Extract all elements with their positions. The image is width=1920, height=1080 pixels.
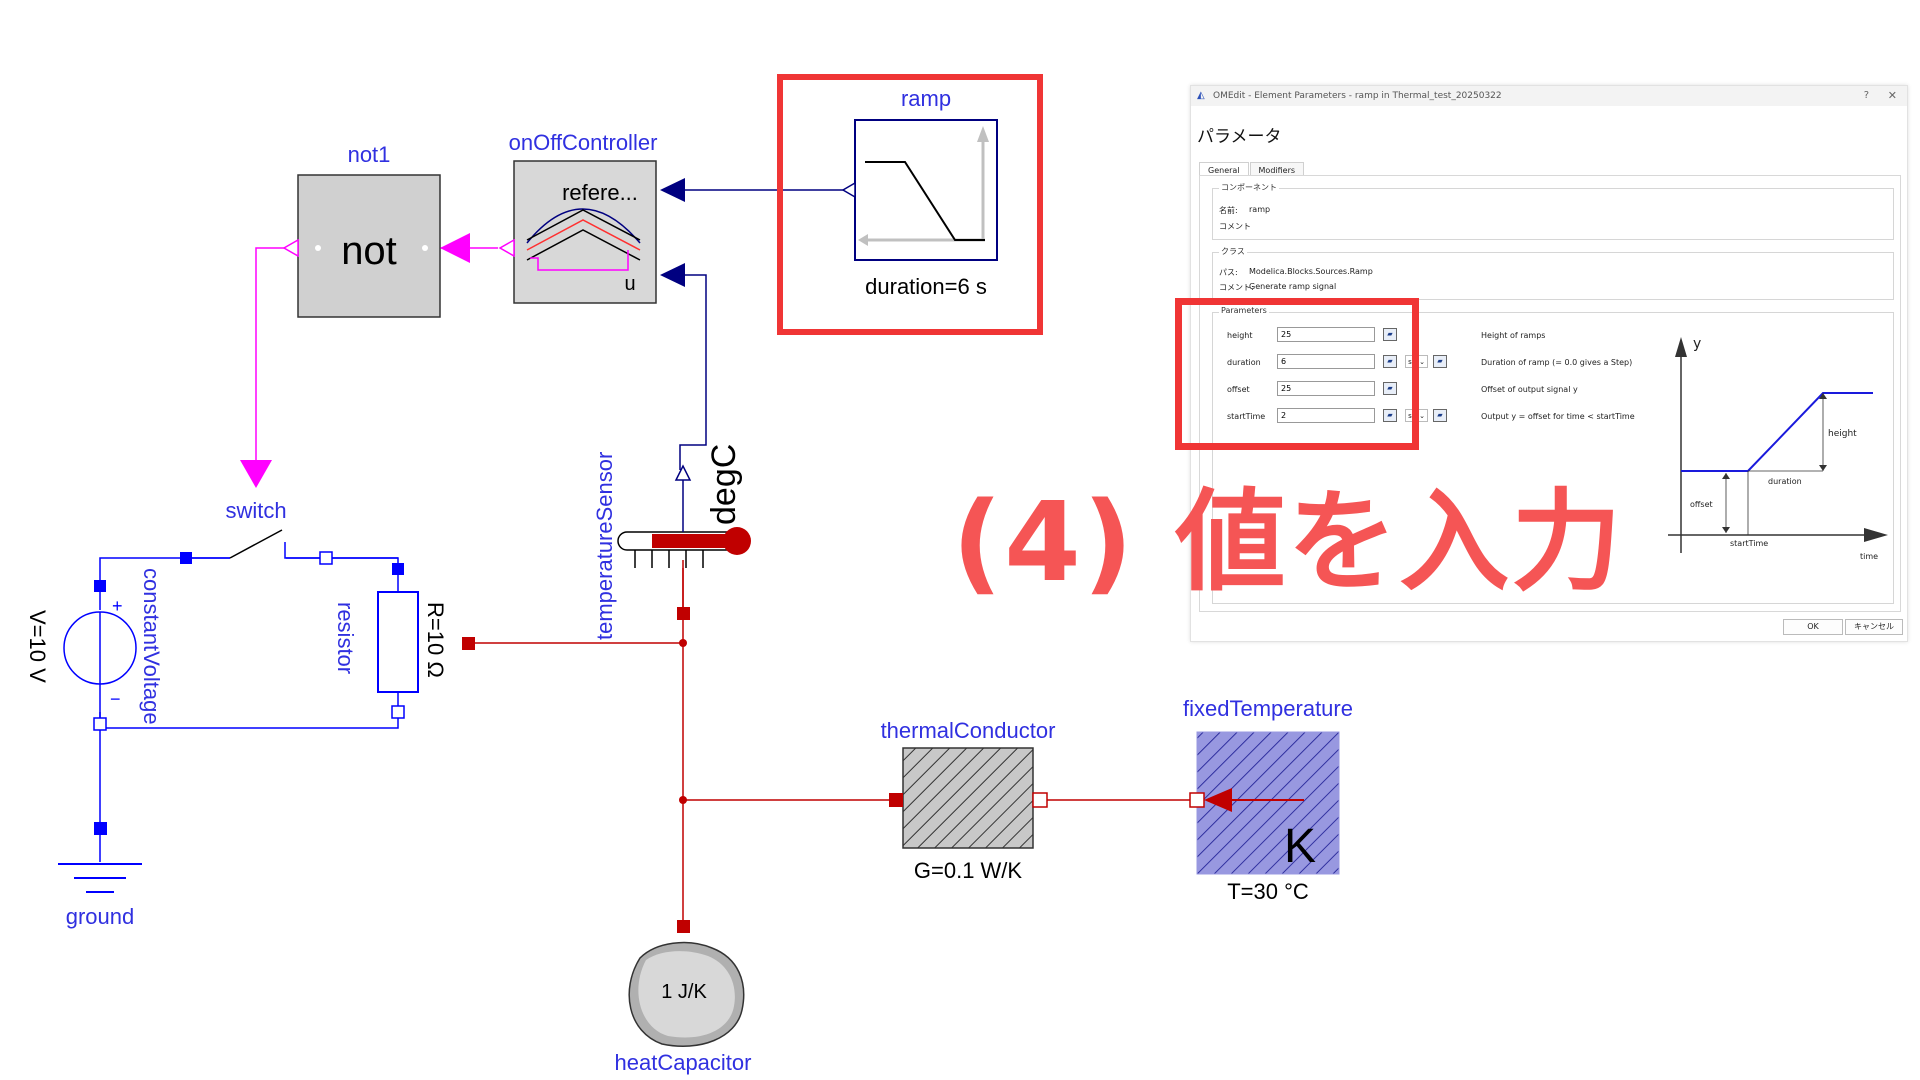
step-annotation: (4) 値を入力 [952,478,1624,606]
thermal-conductor-parameter: G=0.1 W/K [914,858,1023,883]
ramp-block[interactable]: ramp duration=6 s [841,86,998,299]
fixed-temperature-name: fixedTemperature [1183,696,1353,721]
dialog-heading: パラメータ [1197,127,1282,147]
fixed-temperature-unit: K [1284,820,1316,873]
component-comment-label: コメント [1219,222,1251,231]
component-group: コンポーネント 名前: ramp コメント [1212,182,1894,240]
ground-component[interactable]: ground [58,822,142,929]
edit-parameter-icon[interactable]: ▰ [1383,409,1397,422]
ramp-illustration-starttime: startTime [1730,539,1768,548]
name-label: 名前: [1219,206,1238,215]
parameter-label: height [1227,331,1253,340]
ground-name: ground [66,904,135,929]
name-value: ramp [1249,205,1271,214]
thermal-junctions [679,639,687,804]
omedit-app-icon: ◭ [1197,90,1205,101]
help-icon[interactable]: ? [1863,90,1869,101]
fixed-temperature-component[interactable]: K fixedTemperature T=30 °C [1183,696,1353,904]
ramp-illustration-height: height [1828,429,1857,439]
parameter-label: startTime [1227,412,1266,421]
edit-parameter-icon[interactable]: ▰ [1383,328,1397,341]
constant-voltage-parameter: V=10 V [25,610,50,683]
heat-capacitor-value: 1 J/K [661,981,707,1003]
constant-voltage-name: constantVoltage [139,568,164,725]
ramp-illustration-y: y [1693,336,1701,352]
switch-component[interactable]: switch [180,460,333,565]
onoff-controller-name: onOffController [509,130,658,155]
parameters-group: Parameters height ▰ Height of ramps dura… [1212,306,1894,604]
class-comment-value: Generate ramp signal [1249,282,1337,291]
cancel-button[interactable]: キャンセル [1845,619,1903,635]
starttime-input[interactable] [1277,408,1375,423]
thermal-conductor-name: thermalConductor [881,718,1056,743]
ramp-name: ramp [901,86,951,111]
constant-voltage-minus: − [110,689,121,709]
edit-unit-icon[interactable]: ▰ [1433,355,1447,368]
temperature-sensor-component[interactable]: temperatureSensor degC [592,444,751,640]
fixed-temperature-parameter: T=30 °C [1227,879,1309,904]
not-block-label: not [341,229,397,273]
constant-voltage-plus: + [112,596,123,616]
dialog-titlebar: ◭ OMEdit - Element Parameters - ramp in … [1191,86,1907,106]
dialog-title: OMEdit - Element Parameters - ramp in Th… [1213,91,1502,101]
ramp-illustration: y height duration offset startTime time [1668,336,1888,561]
ramp-parameter: duration=6 s [865,274,987,299]
thermal-conductor-component[interactable]: thermalConductor G=0.1 W/K [881,718,1056,883]
ramp-illustration-offset: offset [1690,500,1713,509]
general-tab-panel: コンポーネント 名前: ramp コメント クラス パス: Modelica.B… [1199,175,1901,612]
resistor-parameter: R=10 Ω [423,602,448,678]
ok-button[interactable]: OK [1783,619,1843,635]
parameters-highlight-box [1175,298,1419,450]
resistor-name: resistor [333,602,358,674]
height-input[interactable] [1277,327,1375,342]
parameter-label: offset [1227,385,1250,394]
class-path-label: パス: [1219,268,1238,277]
edit-unit-icon[interactable]: ▰ [1433,409,1447,422]
class-group: クラス パス: Modelica.Blocks.Sources.Ramp コメン… [1212,246,1894,300]
parameter-description: Offset of output signal y [1481,385,1578,394]
not-block-name: not1 [348,142,391,167]
parameters-group-title: Parameters [1219,306,1269,315]
class-path-value: Modelica.Blocks.Sources.Ramp [1249,267,1373,276]
element-parameters-dialog: ◭ OMEdit - Element Parameters - ramp in … [1190,85,1908,642]
ramp-illustration-time: time [1860,552,1878,561]
parameter-description: Output y = offset for time < startTime [1481,412,1635,421]
offset-input[interactable] [1277,381,1375,396]
tab-modifiers[interactable]: Modifiers [1249,162,1305,178]
class-group-title: クラス [1219,246,1247,257]
switch-name: switch [225,498,286,523]
ramp-highlight-box [777,74,1043,335]
heat-capacitor-name: heatCapacitor [615,1050,752,1075]
temperature-sensor-name: temperatureSensor [592,452,617,640]
onoff-controller-port-u: u [624,273,635,295]
duration-input[interactable] [1277,354,1375,369]
class-comment-label: コメント: [1219,283,1254,292]
onoff-controller-block[interactable]: onOffController refere... u [498,130,685,304]
ramp-illustration-duration: duration [1768,477,1802,486]
parameter-label: duration [1227,358,1261,367]
parameter-description: Duration of ramp (= 0.0 gives a Step) [1481,358,1633,367]
edit-parameter-icon[interactable]: ▰ [1383,355,1397,368]
close-icon[interactable]: ✕ [1887,89,1897,102]
parameter-description: Height of ramps [1481,331,1546,340]
heat-capacitor-component[interactable]: 1 J/K heatCapacitor [615,920,752,1075]
resistor-component[interactable]: resistor R=10 Ω [333,563,475,719]
constant-voltage-component[interactable]: + − constantVoltage V=10 V [25,568,164,731]
not-block[interactable]: not1 not [282,142,470,318]
edit-parameter-icon[interactable]: ▰ [1383,382,1397,395]
thermal-wires [470,560,1195,925]
onoff-controller-reference: refere... [562,180,638,205]
temperature-sensor-unit: degC [705,444,743,525]
component-group-title: コンポーネント [1219,182,1279,193]
tab-general[interactable]: General [1199,162,1249,178]
